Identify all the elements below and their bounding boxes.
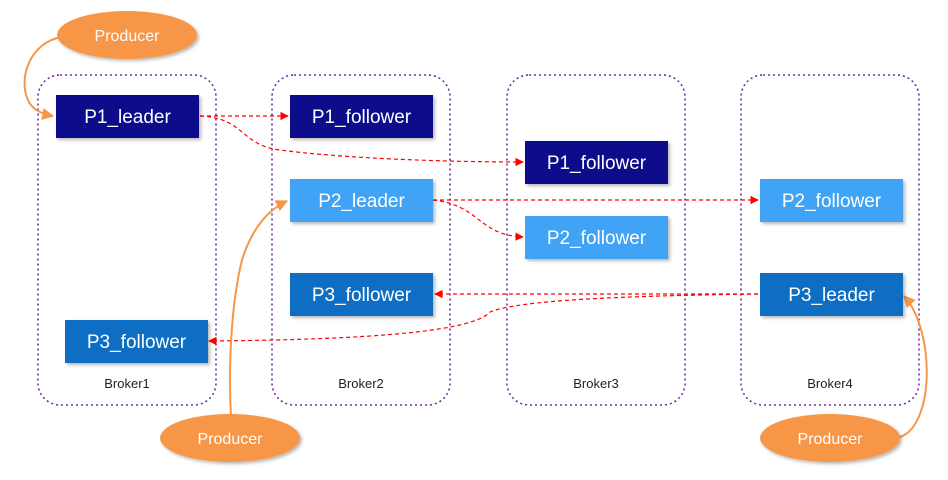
partition-p1-follower-broker2: P1_follower: [290, 95, 433, 138]
partition-p1-follower-broker3: P1_follower: [525, 141, 668, 184]
broker-3-border: [506, 74, 686, 406]
partition-p3-follower-broker1: P3_follower: [65, 320, 208, 363]
replication-arrow-p3-to-broker1: [208, 293, 759, 346]
broker-3-label: Broker3: [573, 376, 619, 391]
producer-2-ellipse: [160, 414, 300, 462]
partition-p2-follower-broker3: P2_follower: [525, 216, 668, 259]
producer-1-label: Producer: [95, 28, 161, 45]
replication-arrow-p2-to-broker3: [432, 199, 524, 241]
partition-p2-follower-broker4: P2_follower: [760, 179, 903, 222]
partition-p3-leader-box: [760, 273, 903, 316]
producer-1-ellipse: [57, 11, 197, 59]
partition-p3-follower-broker2-label: P3_follower: [312, 285, 412, 306]
producer-arrow-to-p1-leader: [23, 36, 63, 120]
partition-p3-follower-broker1-box: [65, 320, 208, 363]
partition-p2-follower-broker3-label: P2_follower: [547, 228, 647, 249]
partition-p1-leader: P1_leader: [56, 95, 199, 138]
producer-1: Producer: [57, 11, 197, 59]
partition-p1-follower-broker3-box: [525, 141, 668, 184]
partition-p3-follower-broker1-label: P3_follower: [87, 332, 187, 353]
partition-p3-follower-broker2-box: [290, 273, 433, 316]
partition-p3-leader-label: P3_leader: [788, 285, 875, 306]
producer-arrow-to-p2-leader: [229, 200, 289, 419]
partition-p2-leader-label: P2_leader: [318, 191, 405, 212]
broker-1-label: Broker1: [104, 376, 150, 391]
partition-p3-follower-broker2: P3_follower: [290, 273, 433, 316]
broker-3: Broker3: [506, 74, 686, 406]
partition-p1-follower-broker2-label: P1_follower: [312, 107, 412, 128]
producer-3-ellipse: [760, 414, 900, 462]
partition-p2-follower-broker4-label: P2_follower: [782, 191, 882, 212]
producer-3: Producer: [760, 414, 900, 462]
partition-p1-follower-broker2-box: [290, 95, 433, 138]
broker-4: Broker4: [740, 74, 920, 406]
replication-arrow-p1-to-broker3: [199, 115, 524, 167]
broker-4-border: [740, 74, 920, 406]
producer-2-label: Producer: [198, 431, 264, 448]
partition-p2-leader: P2_leader: [290, 179, 433, 222]
broker-2: Broker2: [271, 74, 451, 406]
broker-4-label: Broker4: [807, 376, 853, 391]
partition-p1-leader-box: [56, 95, 199, 138]
producer-arrow-to-p3-leader: [899, 295, 928, 438]
partition-p2-follower-broker4-box: [760, 179, 903, 222]
producer-2: Producer: [160, 414, 300, 462]
partition-p2-leader-box: [290, 179, 433, 222]
partition-p3-leader: P3_leader: [760, 273, 903, 316]
broker-2-border: [271, 74, 451, 406]
partition-p2-follower-broker3-box: [525, 216, 668, 259]
partition-p1-follower-broker3-label: P1_follower: [547, 153, 647, 174]
partition-p1-leader-label: P1_leader: [84, 107, 171, 128]
broker-1: Broker1: [37, 74, 217, 406]
producer-3-label: Producer: [798, 431, 864, 448]
broker-1-border: [37, 74, 217, 406]
broker-2-label: Broker2: [338, 376, 384, 391]
